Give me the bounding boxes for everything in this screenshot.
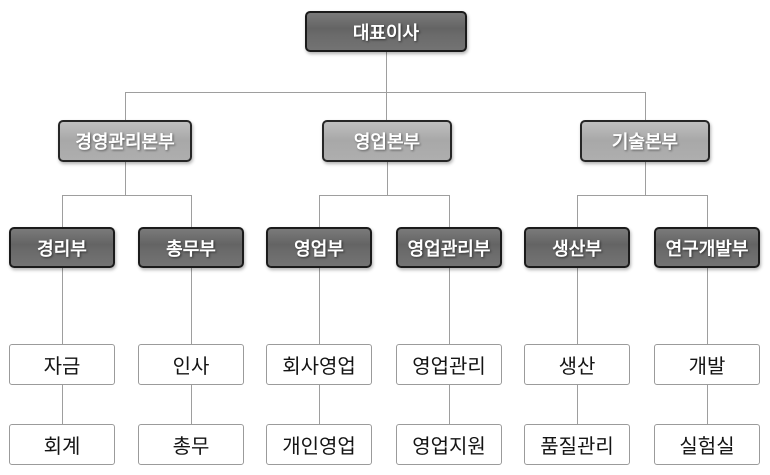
connector-dept-drop bbox=[62, 195, 63, 227]
connector-team-drop bbox=[319, 268, 320, 344]
connector-team-drop bbox=[577, 268, 578, 344]
org-node-team: 영업지원 bbox=[396, 424, 502, 465]
connector-dept-drop bbox=[319, 195, 320, 227]
org-node-team: 개발 bbox=[654, 344, 760, 385]
connector-team-drop bbox=[707, 268, 708, 344]
connector-team-drop bbox=[191, 268, 192, 344]
connector-team-drop bbox=[707, 385, 708, 424]
connector-team-drop bbox=[449, 385, 450, 424]
connector-team-drop bbox=[62, 385, 63, 424]
org-node-department: 경리부 bbox=[9, 227, 115, 268]
connector-division-1-down bbox=[125, 162, 126, 195]
org-node-team: 개인영업 bbox=[266, 424, 372, 465]
org-node-team: 회계 bbox=[9, 424, 115, 465]
org-node-ceo: 대표이사 bbox=[305, 11, 467, 52]
org-node-department: 연구개발부 bbox=[654, 227, 760, 268]
org-node-department: 영업관리부 bbox=[396, 227, 502, 268]
org-node-division-technology: 기술본부 bbox=[580, 120, 710, 162]
org-node-team: 자금 bbox=[9, 344, 115, 385]
org-node-team: 영업관리 bbox=[396, 344, 502, 385]
org-node-team: 품질관리 bbox=[524, 424, 630, 465]
connector-division-2-rail bbox=[319, 195, 450, 196]
connector-root-rail bbox=[125, 92, 646, 93]
org-node-department: 영업부 bbox=[266, 227, 372, 268]
org-node-team: 회사영업 bbox=[266, 344, 372, 385]
connector-division-3-rail bbox=[577, 195, 708, 196]
connector-division-3-drop bbox=[645, 92, 646, 120]
org-node-division-sales: 영업본부 bbox=[322, 120, 452, 162]
org-node-team: 인사 bbox=[138, 344, 244, 385]
connector-division-3-down bbox=[645, 162, 646, 195]
org-node-division-management: 경영관리본부 bbox=[58, 120, 192, 162]
connector-dept-drop bbox=[707, 195, 708, 227]
connector-root-drop bbox=[386, 52, 387, 120]
connector-division-1-rail bbox=[62, 195, 192, 196]
org-node-department: 생산부 bbox=[524, 227, 630, 268]
connector-division-1-drop bbox=[125, 92, 126, 120]
connector-team-drop bbox=[191, 385, 192, 424]
connector-team-drop bbox=[62, 268, 63, 344]
connector-team-drop bbox=[577, 385, 578, 424]
org-node-team: 실험실 bbox=[654, 424, 760, 465]
connector-dept-drop bbox=[191, 195, 192, 227]
org-node-department: 총무부 bbox=[138, 227, 244, 268]
connector-division-2-down bbox=[387, 162, 388, 195]
connector-team-drop bbox=[319, 385, 320, 424]
connector-dept-drop bbox=[449, 195, 450, 227]
org-node-team: 총무 bbox=[138, 424, 244, 465]
connector-dept-drop bbox=[577, 195, 578, 227]
org-node-team: 생산 bbox=[524, 344, 630, 385]
connector-team-drop bbox=[449, 268, 450, 344]
